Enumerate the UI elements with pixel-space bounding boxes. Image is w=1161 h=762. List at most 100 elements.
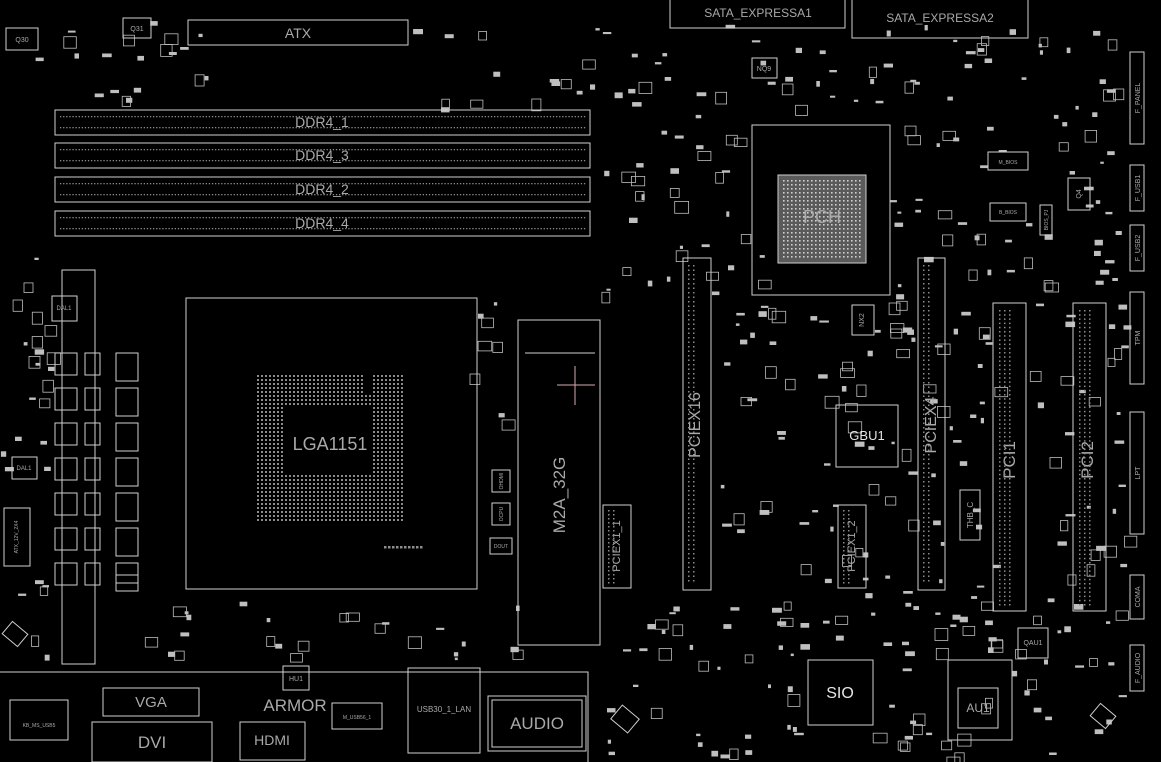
slot-pin [1084,524,1086,526]
cpu-pad [341,375,343,377]
smd-part-outline [888,302,901,316]
slot-pin [928,508,930,510]
pch-pad [827,236,829,238]
cpu-pad [341,403,343,405]
smd-part-outline [631,175,646,187]
ddr-pin [122,149,124,151]
ddr-pin [196,183,198,185]
ddr-pin [568,194,570,196]
ddr-pin [137,228,139,230]
smd-part [576,90,583,95]
ddr-pin [438,217,440,219]
ddr-pin [450,183,452,185]
ddr-pin [345,217,347,219]
pch-pad [859,224,861,226]
ddr-pin [233,160,235,162]
ddr-pin [242,228,245,230]
cpu-pad [333,491,335,493]
slot-pin [688,319,690,321]
cpu-pad [365,515,367,517]
ddr-pin [397,217,400,219]
ddr-pin [382,127,384,129]
cpu-pad [257,479,259,481]
ddr-pin [463,149,465,151]
slot-pin [999,389,1001,392]
ddr-pin [444,127,446,129]
smd-part [724,362,731,366]
ddr-pin [143,160,145,162]
pch-pad [807,244,809,246]
ddr-pin [75,127,77,129]
cpu-pad [297,479,299,481]
pch-pad [783,244,785,246]
ddr-pin [174,160,176,162]
ddr-pin [100,149,102,151]
vrm-choke [54,387,78,411]
pch-pad [791,236,793,238]
ddr-pin [230,194,232,196]
smd-part [150,21,158,26]
pch-pad [835,228,837,230]
slot-pin [999,310,1001,312]
cpu-pad [269,383,271,385]
ddr-pin [574,228,576,230]
ddr-pin [314,149,316,151]
smd-part [1075,665,1085,668]
cpu-pad [389,407,391,409]
ddr-pin [419,217,421,219]
slot-pin [1084,402,1086,404]
ddr-pin [549,217,552,219]
cpu-pad [357,379,359,381]
cpu-pad [269,495,271,497]
ddr-pin [326,228,328,230]
smd-part [454,657,458,661]
cpu-pad [277,411,279,413]
ddr-pin [583,194,586,196]
smd-part-outline [46,352,61,365]
ddr-pin [60,149,62,151]
ddr-pin [140,149,142,151]
slot-pin [1079,566,1081,568]
pciex1-1-label: PCIEX1_1 [611,520,623,571]
cpu-pad [325,479,327,481]
cpu-pad [273,483,275,485]
pch-pad [855,212,857,214]
ddr-pin [280,217,282,219]
slot-pin [1004,444,1006,446]
slot-pin [1004,541,1006,543]
f-usb2-label: F_USB2 [1135,235,1142,262]
ddr-pin [227,116,229,118]
cpu-pad [373,379,375,381]
ddr-pin [171,217,173,219]
slot-pin [1079,402,1081,404]
vrm-mosfet [84,422,101,446]
diamond-part-3 [1,620,29,648]
smd-part [800,623,810,628]
smd-part [602,32,612,35]
ddr-pin [286,149,288,151]
cpu-pad [313,475,315,477]
cpu-pad [389,431,391,433]
smd-part [903,591,913,594]
slot-pins [608,265,1091,606]
slot-pin [1079,335,1081,337]
ddr-pin [385,149,387,151]
pch-pad [839,220,841,222]
slot-pin [693,463,695,465]
cpu-pad [273,391,275,393]
ddr-pin [236,160,238,162]
pch-pad [835,236,837,238]
pch-pad [831,228,833,230]
slot-pin [688,413,690,415]
slot-pin [999,360,1001,362]
ddr-pin [397,149,400,151]
cpu-pad [349,483,351,485]
ddr-pin [509,217,511,219]
ddr-pin [289,194,291,196]
cpu-pad [265,479,267,481]
slot-pin [928,269,930,271]
ddr-pin [211,194,214,196]
smd-part [137,55,144,61]
vrm-choke-right [115,387,139,417]
cpu-pad [401,387,403,389]
